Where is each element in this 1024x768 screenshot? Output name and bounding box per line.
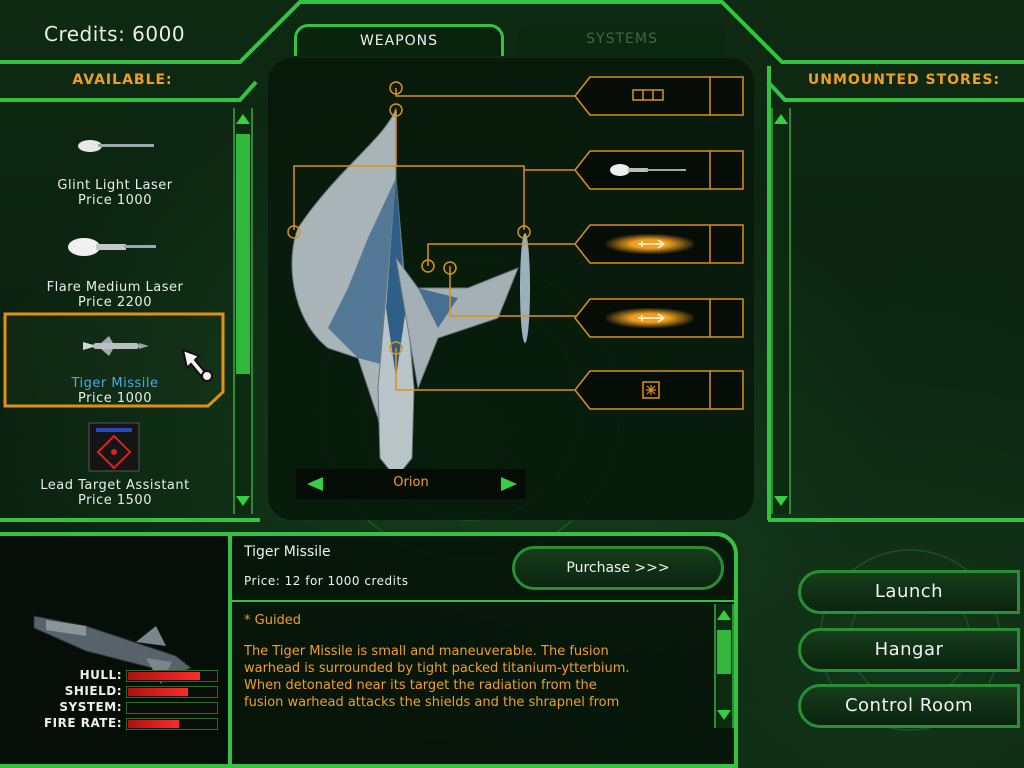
description-line: warhead is surrounded by tight packed ti… — [244, 661, 630, 676]
fire-rate-bar-fill — [128, 720, 180, 728]
item-price: Price 1500 — [78, 493, 152, 508]
empty-slot-icon — [632, 89, 664, 101]
cursor-icon — [181, 348, 213, 382]
detail-description: * Guided The Tiger Missile is small and … — [244, 612, 704, 711]
hardpoint-slot[interactable] — [574, 150, 744, 190]
right-panel-border — [767, 66, 771, 520]
scroll-thumb[interactable] — [236, 134, 250, 374]
list-item-flare-medium-laser[interactable]: Flare Medium Laser Price 2200 — [10, 216, 220, 310]
detail-divider — [232, 600, 738, 602]
scroll-down-icon[interactable] — [717, 710, 731, 720]
list-item-lead-target-assistant[interactable]: Lead Target Assistant Price 1500 — [10, 418, 220, 510]
stat-label-hull: HULL: — [79, 668, 122, 682]
available-scrollbar[interactable] — [233, 108, 253, 514]
tab-weapons-label: WEAPONS — [359, 33, 439, 49]
hangar-button[interactable]: Hangar — [798, 628, 1020, 672]
ship-name: Orion — [393, 475, 429, 490]
tab-weapons[interactable]: WEAPONS — [294, 24, 504, 56]
laser-icon — [610, 164, 686, 176]
unmounted-scrollbar[interactable] — [771, 108, 791, 514]
stat-block: HULL: SHIELD: SYSTEM: FIRE RATE: — [26, 666, 218, 766]
detail-panel: Tiger Missile Price: 12 for 1000 credits… — [228, 532, 738, 768]
launch-button[interactable]: Launch — [798, 570, 1020, 614]
scroll-up-icon[interactable] — [717, 610, 731, 620]
ship-panel: Orion — [268, 58, 754, 520]
scroll-down-icon[interactable] — [774, 496, 788, 506]
detail-price: Price: 12 for 1000 credits — [244, 574, 409, 588]
detail-title: Tiger Missile — [244, 544, 331, 560]
missile-icon — [83, 336, 149, 356]
next-ship-icon[interactable] — [500, 477, 518, 491]
credits-display: Credits: 6000 — [44, 22, 186, 46]
hardpoint-slot[interactable] — [574, 224, 744, 264]
hardpoint-slot[interactable] — [574, 76, 744, 116]
available-title: AVAILABLE: — [72, 72, 173, 88]
system-slot-icon — [642, 381, 660, 399]
target-assistant-icon — [88, 422, 140, 472]
system-bar — [126, 702, 218, 714]
tab-systems[interactable]: SYSTEMS — [518, 24, 726, 56]
scroll-up-icon[interactable] — [236, 114, 250, 124]
description-line: The Tiger Missile is small and maneuvera… — [244, 644, 609, 659]
selection-frame — [3, 312, 225, 408]
laser-icon — [78, 140, 154, 152]
item-name: Tiger Missile — [71, 376, 159, 391]
description-line: When detonated near its target the radia… — [244, 678, 597, 693]
preview-panel: HULL: SHIELD: SYSTEM: FIRE RATE: — [0, 532, 232, 768]
ship-diagram — [287, 81, 578, 479]
description-scrollbar[interactable] — [714, 604, 734, 728]
missile-icon — [638, 313, 666, 323]
hardpoint-slot[interactable] — [574, 298, 744, 338]
purchase-button[interactable]: Purchase >>> — [512, 546, 724, 590]
ship-selector: Orion — [296, 469, 526, 499]
item-name: Glint Light Laser — [57, 178, 173, 193]
unmounted-title: UNMOUNTED STORES: — [807, 72, 1001, 88]
list-item-tiger-missile[interactable]: Tiger Missile Price 1000 — [3, 312, 227, 408]
item-price: Price 2200 — [78, 295, 152, 310]
item-name: Lead Target Assistant — [40, 478, 190, 493]
missile-preview-image — [33, 615, 192, 684]
stat-label-system: SYSTEM: — [59, 700, 122, 714]
fire-rate-bar — [126, 718, 218, 730]
hull-bar-fill — [128, 672, 201, 680]
hull-bar — [126, 670, 218, 682]
description-line: fusion warhead attacks the shields and t… — [244, 695, 620, 710]
ship-image — [291, 107, 530, 479]
item-price: Price 1000 — [78, 193, 152, 208]
item-price: Price 1000 — [78, 391, 152, 406]
control-room-button[interactable]: Control Room — [798, 684, 1020, 728]
shield-bar — [126, 686, 218, 698]
item-name: Flare Medium Laser — [46, 280, 184, 295]
hardpoint-slot[interactable] — [574, 370, 744, 410]
laser-icon — [68, 238, 156, 256]
scroll-down-icon[interactable] — [236, 496, 250, 506]
shield-bar-fill — [128, 688, 188, 696]
missile-icon — [638, 239, 666, 249]
prev-ship-icon[interactable] — [306, 477, 324, 491]
unmounted-list — [791, 104, 1024, 516]
list-item-glint-light-laser[interactable]: Glint Light Laser Price 1000 — [10, 114, 220, 208]
scroll-up-icon[interactable] — [774, 114, 788, 124]
stat-label-fire-rate: FIRE RATE: — [43, 716, 122, 730]
scroll-thumb[interactable] — [717, 630, 731, 674]
available-list: Glint Light Laser Price 1000 Flare Mediu… — [0, 104, 258, 516]
stat-label-shield: SHIELD: — [64, 684, 122, 698]
tab-systems-label: SYSTEMS — [586, 31, 658, 47]
detail-tag: * Guided — [244, 613, 302, 628]
